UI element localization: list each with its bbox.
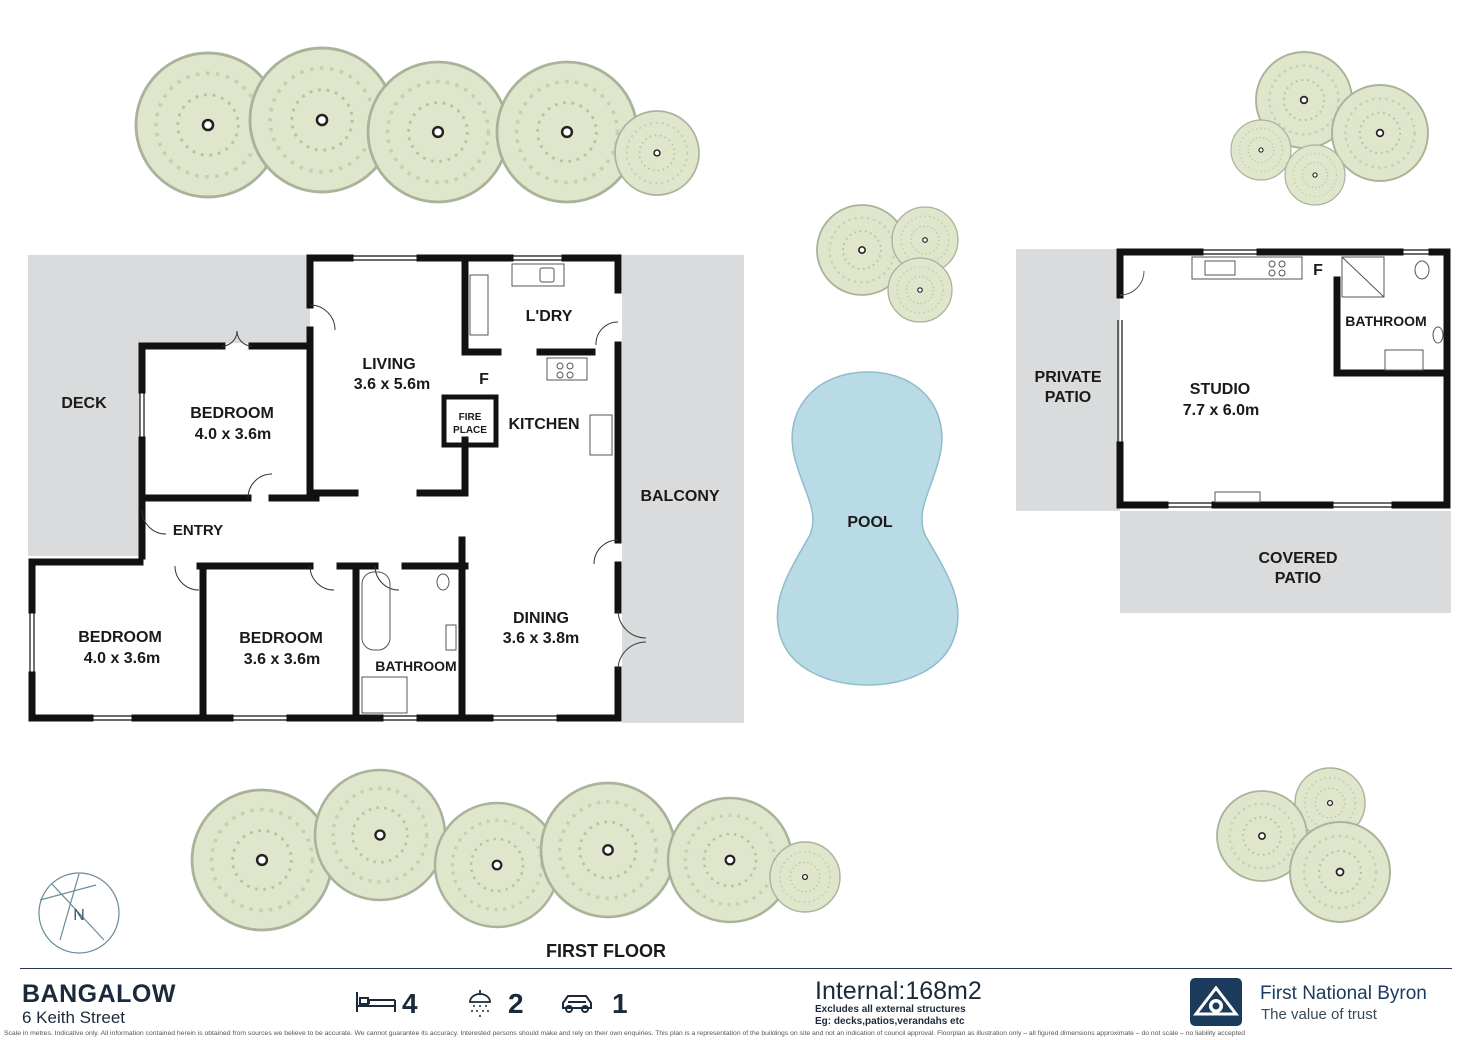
tree-icon — [433, 801, 561, 929]
laundry-label: L'DRY — [526, 308, 573, 325]
bedroom1-label: BEDROOM — [190, 405, 274, 422]
bathroom-count: 2 — [508, 988, 524, 1019]
car-icon — [562, 995, 592, 1013]
studio-walls — [1116, 248, 1451, 509]
bathroom-label: BATHROOM — [375, 658, 456, 674]
footer-divider — [20, 968, 1452, 969]
balcony-area — [622, 255, 744, 723]
bed-icon — [356, 992, 396, 1012]
fridge-label: F — [479, 371, 489, 388]
pool-label: POOL — [847, 514, 893, 531]
kitchen-label: KITCHEN — [508, 416, 579, 433]
bedroom2-label: BEDROOM — [78, 629, 162, 646]
studio-fixtures — [1119, 256, 1444, 503]
entry-label: ENTRY — [173, 522, 223, 539]
tree-icon — [769, 841, 841, 913]
private-patio-label-2: PATIO — [1045, 389, 1092, 406]
tree-icon — [1288, 820, 1392, 924]
studio-fridge-label: F — [1313, 262, 1323, 279]
bedroom1-size: 4.0 x 3.6m — [195, 426, 272, 443]
covered-patio-label-1: COVERED — [1258, 550, 1337, 567]
tree-group-topright — [1230, 50, 1430, 206]
tree-icon — [666, 796, 794, 924]
street-address: 6 Keith Street — [22, 1008, 126, 1027]
door-swings — [141, 304, 647, 671]
floor-plan: N DECK LIVING 3.6 x 5.6m L'DRY BEDROOM 4… — [28, 46, 1451, 961]
internal-label: Internal: — [815, 977, 906, 1005]
disclaimer: Scale in metres. Indicative only. All in… — [4, 1030, 1246, 1037]
tree-icon — [495, 60, 639, 204]
fixtures — [361, 263, 613, 714]
studio-size: 7.7 x 6.0m — [1183, 402, 1260, 419]
floor-label: FIRST FLOOR — [546, 941, 666, 961]
studio-label: STUDIO — [1190, 381, 1250, 398]
tree-icon — [1330, 83, 1430, 183]
suburb-title: BANGALOW — [22, 980, 176, 1008]
excludes-note-1: Excludes all external structures — [815, 1004, 966, 1015]
balcony-label: BALCONY — [640, 488, 719, 505]
dining-label: DINING — [513, 610, 569, 627]
tree-icon — [539, 781, 677, 919]
excludes-note-2: Eg: decks,patios,verandahs etc — [815, 1016, 965, 1027]
tree-icon — [613, 109, 701, 197]
windows — [29, 255, 621, 721]
car-count: 1 — [612, 988, 628, 1019]
tree-icon — [313, 768, 447, 902]
internal-area: Internal:168m2 — [815, 977, 982, 1006]
covered-patio-area — [1120, 511, 1451, 613]
house-walls — [28, 254, 622, 722]
private-patio-area — [1016, 249, 1120, 511]
first-national-logo — [1190, 978, 1242, 1026]
tree-icon — [887, 257, 953, 323]
tree-group-top — [134, 46, 701, 204]
tree-group-bottom — [190, 768, 841, 932]
footer: BANGALOW 6 Keith Street 4 2 1 Internal:1… — [0, 968, 1472, 1040]
tree-group-middle — [815, 203, 959, 323]
private-patio-label-1: PRIVATE — [1035, 369, 1102, 386]
bedroom3-size: 3.6 x 3.6m — [244, 651, 321, 668]
living-size: 3.6 x 5.6m — [354, 376, 431, 393]
deck-label: DECK — [61, 395, 107, 412]
tree-icon — [1230, 119, 1292, 181]
north-compass-icon — [38, 872, 120, 954]
dining-size: 3.6 x 3.8m — [503, 630, 580, 647]
shower-icon — [469, 990, 491, 1017]
bedroom-count: 4 — [402, 988, 418, 1019]
compass-label: N — [73, 907, 85, 924]
covered-patio-label-2: PATIO — [1275, 570, 1322, 587]
brand-tagline: The value of trust — [1261, 1006, 1377, 1023]
fireplace-label-2: PLACE — [453, 425, 487, 436]
bedroom3-label: BEDROOM — [239, 630, 323, 647]
living-label: LIVING — [362, 356, 415, 373]
tree-icon — [190, 788, 334, 932]
bedroom2-size: 4.0 x 3.6m — [84, 650, 161, 667]
tree-group-bottomright — [1215, 767, 1392, 924]
deck-area — [28, 255, 310, 556]
tree-icon — [366, 60, 510, 204]
fireplace-label-1: FIRE — [459, 412, 482, 423]
brand-name: First National Byron — [1260, 983, 1427, 1004]
pool — [776, 371, 959, 686]
internal-value: 168m2 — [905, 977, 982, 1005]
studio-windows — [1117, 249, 1432, 508]
tree-icon — [1284, 144, 1346, 206]
studio-bathroom-label: BATHROOM — [1345, 313, 1426, 329]
